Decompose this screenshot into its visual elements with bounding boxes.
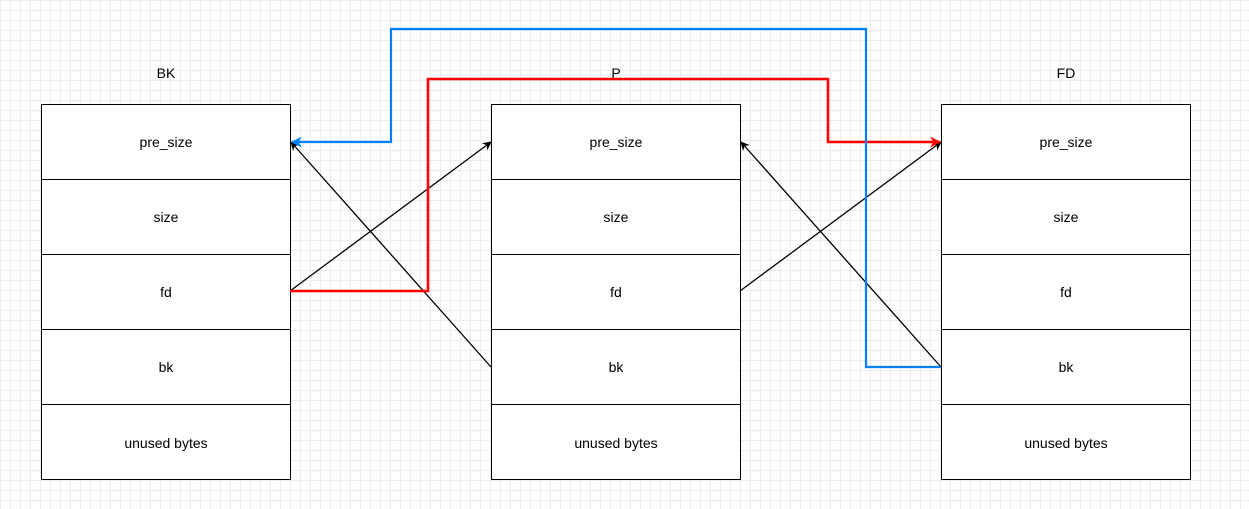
fd-field-pre-size: pre_size [942, 105, 1190, 180]
bk-field-fd: fd [42, 255, 290, 330]
link-p-bk-to-bk-presize [290, 141, 492, 368]
fd-field-bk: bk [942, 330, 1190, 405]
fd-field-size: size [942, 180, 1190, 255]
link-fd-bk-to-p-presize [740, 141, 942, 368]
fd-field-unused-bytes: unused bytes [1024, 434, 1108, 451]
chunk-bk: pre_size size fd bk unused bytes [41, 104, 291, 480]
p-field-fd: fd [492, 255, 740, 330]
bk-field-unused-bytes: unused bytes [124, 434, 208, 451]
bk-field-bk: bk [42, 330, 290, 405]
bk-field-size: size [42, 180, 290, 255]
bk-field-pre-size: pre_size [42, 105, 290, 180]
chunk-p: pre_size size fd bk unused bytes [491, 104, 741, 480]
p-field-pre-size: pre_size [492, 105, 740, 180]
link-bk-fd-to-p-presize [289, 141, 492, 292]
chunk-title-p: P [611, 65, 621, 81]
fd-field-fd: fd [942, 255, 1190, 330]
chunk-title-bk: BK [156, 65, 176, 81]
link-p-fd-to-fd-presize [739, 141, 942, 292]
chunk-title-fd: FD [1056, 65, 1076, 81]
p-field-unused-bytes: unused bytes [574, 434, 658, 451]
p-field-bk: bk [492, 330, 740, 405]
p-field-size: size [492, 180, 740, 255]
chunk-fd: pre_size size fd bk unused bytes [941, 104, 1191, 480]
